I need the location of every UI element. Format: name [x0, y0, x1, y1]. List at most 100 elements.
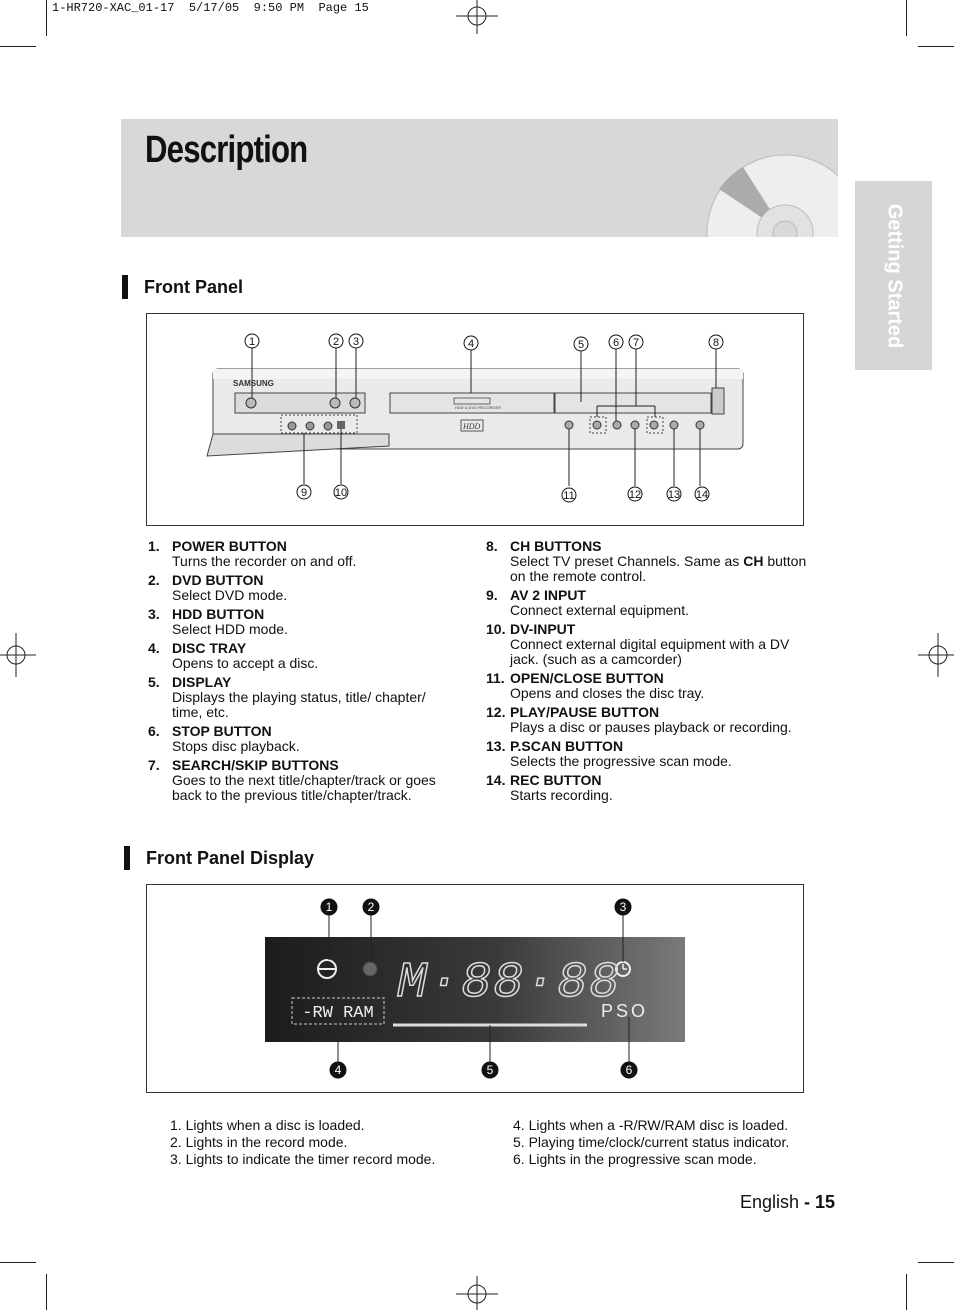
page-separator: -: [799, 1192, 816, 1212]
callout-marker: 14: [694, 486, 710, 502]
item-number: 1.: [148, 538, 160, 554]
callout-marker: 1: [320, 898, 338, 916]
item-number: 14.: [486, 772, 506, 788]
item-title: REC BUTTON: [510, 772, 602, 788]
callout-marker: 12: [627, 486, 643, 502]
item-description: Opens and closes the disc tray.: [510, 685, 705, 701]
callout-marker: 6: [608, 334, 624, 350]
item-heading: 13.P.SCAN BUTTON: [486, 739, 808, 754]
callout-number: 1: [326, 900, 333, 914]
callout-number: 6: [626, 1063, 633, 1077]
item-title: DISPLAY: [172, 674, 232, 690]
display-window: [554, 392, 712, 414]
print-header: 1-HR720-XAC_01-17 5/17/05 9:50 PM Page 1…: [52, 1, 369, 15]
item-heading: 4.DISC TRAY: [148, 641, 458, 656]
item-title: DV-INPUT: [510, 621, 576, 637]
callout-number: 1: [249, 336, 255, 348]
front-panel-figure: SAMSUNG HDD & DVD RECORDER HDD: [146, 313, 804, 526]
item-title: POWER BUTTON: [172, 538, 287, 554]
display-note: 6. Lights in the progressive scan mode.: [513, 1151, 757, 1167]
page-title: Description: [145, 129, 308, 171]
item-description: Displays the playing status, title/ chap…: [172, 689, 426, 720]
seven-segment-display: M·88·88: [397, 955, 621, 1012]
item-number: 9.: [486, 587, 498, 603]
item-heading: 10.DV-INPUT: [486, 622, 808, 637]
section-tab: Getting Started: [855, 181, 932, 370]
section-marker: [124, 846, 130, 870]
display-notes-left: 1. Lights when a disc is loaded.2. Light…: [170, 1117, 435, 1168]
callout-marker: 13: [666, 486, 682, 502]
callout-number: 12: [629, 489, 641, 501]
item-title: HDD BUTTON: [172, 606, 265, 622]
callout-marker: 10: [333, 484, 349, 500]
hdd-button: [349, 397, 361, 409]
item-heading: 3.HDD BUTTON: [148, 607, 458, 622]
item-heading: 6. STOP BUTTON: [148, 724, 458, 739]
tray-label: HDD & DVD RECORDER: [455, 405, 501, 410]
item-title: SEARCH/SKIP BUTTONS: [172, 757, 339, 773]
callout-number: 14: [696, 489, 708, 501]
callout-marker: 11: [561, 487, 577, 503]
item-number: 2.: [148, 572, 160, 588]
item-number: 6.: [148, 723, 160, 739]
disc-icon: [706, 154, 838, 237]
item-heading: 11.OPEN/CLOSE BUTTON: [486, 671, 808, 686]
display-note: 2. Lights in the record mode.: [170, 1134, 348, 1150]
title-banner: Description: [121, 119, 838, 237]
item-title: P.SCAN BUTTON: [510, 738, 624, 754]
item-description: Turns the recorder on and off.: [172, 553, 357, 569]
disc-tray: [389, 392, 555, 414]
item-heading: 5.DISPLAY: [148, 675, 458, 690]
callout-number: 2: [333, 336, 339, 348]
callout-marker: 1: [244, 333, 260, 349]
item-description: Select TV preset Channels. Same as CH bu…: [510, 553, 807, 584]
callout-number: 3: [353, 336, 359, 348]
item-title: DVD BUTTON: [172, 572, 264, 588]
display-note: 5. Playing time/clock/current status ind…: [513, 1134, 790, 1150]
callout-marker: 2: [362, 898, 380, 916]
progressive-scan-indicator: PSO: [601, 1001, 648, 1021]
item-description: Select DVD mode.: [172, 587, 288, 603]
item-title: STOP BUTTON: [172, 723, 272, 739]
ch-buttons: [711, 387, 725, 415]
item-heading: 2. DVD BUTTON: [148, 573, 458, 588]
callout-marker: 4: [329, 1061, 347, 1079]
disc-loaded-icon: [317, 959, 337, 979]
dv-input: [337, 421, 345, 429]
power-button: [245, 397, 257, 409]
callout-number: 6: [613, 337, 619, 349]
item-heading: 8.CH BUTTONS: [486, 539, 808, 554]
display-note: 1. Lights when a disc is loaded.: [170, 1117, 365, 1133]
callout-marker: 8: [708, 334, 724, 350]
dvd-button: [329, 397, 341, 409]
item-title: DISC TRAY: [172, 640, 247, 656]
front-panel-display-heading: Front Panel Display: [146, 848, 315, 868]
item-heading: 7. SEARCH/SKIP BUTTONS: [148, 758, 458, 773]
callout-marker: 5: [573, 336, 589, 352]
callout-marker: 6: [620, 1061, 638, 1079]
page-number-value: 15: [815, 1192, 836, 1212]
callout-marker: 2: [328, 333, 344, 349]
callout-number: 5: [578, 339, 584, 351]
item-number: 7.: [148, 757, 160, 773]
section-marker: [122, 275, 128, 299]
callout-number: 5: [487, 1063, 494, 1077]
item-heading: 12.PLAY/PAUSE BUTTON: [486, 705, 808, 720]
item-title: OPEN/CLOSE BUTTON: [510, 670, 664, 686]
item-number: 8.: [486, 538, 498, 554]
callout-number: 2: [368, 900, 375, 914]
section-tab-label: Getting Started: [883, 203, 905, 348]
